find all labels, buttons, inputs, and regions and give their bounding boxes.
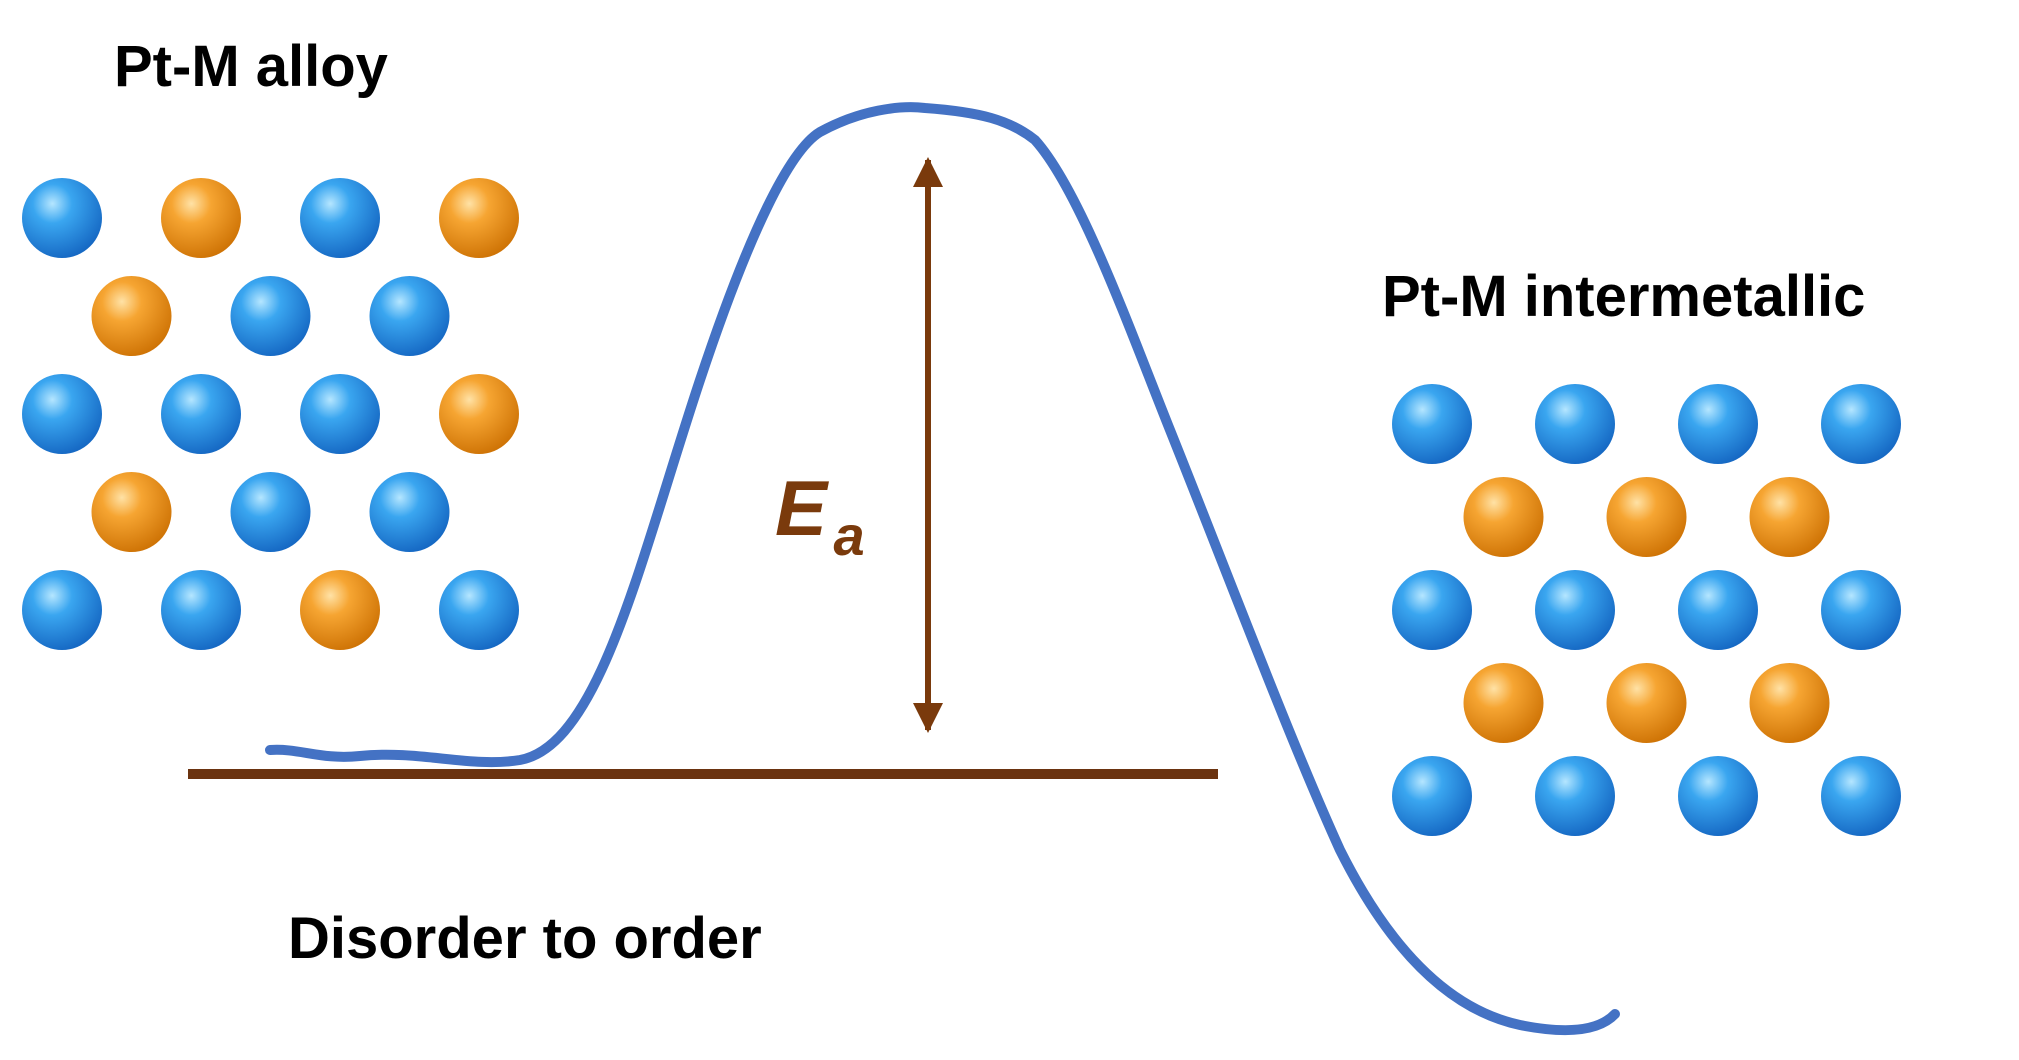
m-atom (91, 276, 172, 356)
pt-atom (1392, 570, 1472, 650)
pt-atom (439, 570, 519, 650)
pt-atom (300, 178, 380, 258)
pt-atom (161, 570, 241, 650)
pt-atom (1678, 384, 1758, 464)
m-atom (91, 472, 172, 552)
intermetallic-label: Pt-M intermetallic (1382, 264, 1865, 329)
m-atom (1463, 477, 1544, 557)
m-atom (1606, 477, 1687, 557)
activation-energy-label: E a (775, 464, 865, 567)
pt-atom (22, 178, 102, 258)
pt-atom (1678, 756, 1758, 836)
pt-atom (22, 570, 102, 650)
m-atom (1749, 663, 1830, 743)
transition-label: Disorder to order (288, 906, 762, 971)
pt-atom (300, 374, 380, 454)
m-atom (300, 570, 380, 650)
pt-atom (1678, 570, 1758, 650)
m-atom (439, 178, 519, 258)
energy-symbol: E (775, 464, 829, 552)
m-atom (1606, 663, 1687, 743)
alloy-label: Pt-M alloy (114, 34, 388, 99)
intermetallic-lattice (1392, 384, 1901, 836)
pt-atom (1535, 570, 1615, 650)
m-atom (161, 178, 241, 258)
pt-atom (1392, 384, 1472, 464)
pt-atom (1392, 756, 1472, 836)
pt-atom (161, 374, 241, 454)
pt-atom (1535, 756, 1615, 836)
pt-atom (369, 276, 450, 356)
pt-atom (230, 276, 311, 356)
pt-atom (1821, 570, 1901, 650)
alloy-lattice (22, 178, 519, 650)
pt-atom (1821, 756, 1901, 836)
pt-atom (22, 374, 102, 454)
energy-curve (265, 102, 1620, 1036)
pt-atom (1821, 384, 1901, 464)
m-atom (1749, 477, 1830, 557)
pt-atom (1535, 384, 1615, 464)
energy-subscript: a (833, 504, 864, 567)
m-atom (1463, 663, 1544, 743)
m-atom (439, 374, 519, 454)
pt-atom (230, 472, 311, 552)
pt-atom (369, 472, 450, 552)
